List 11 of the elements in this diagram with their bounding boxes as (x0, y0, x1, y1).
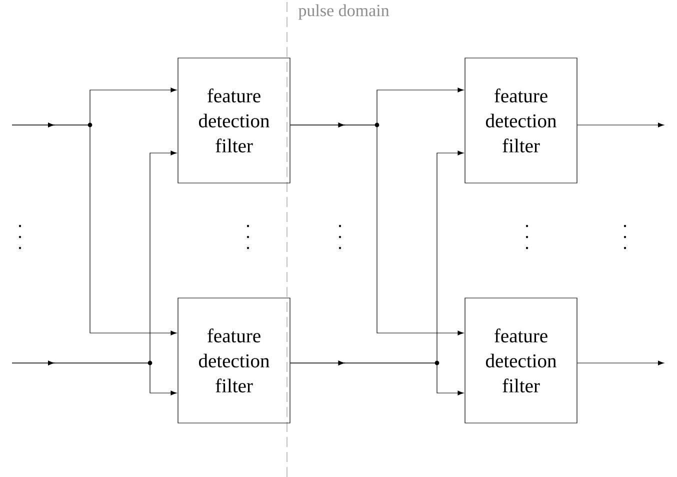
filter-box: feature detection filter (464, 58, 578, 184)
arrow (290, 122, 464, 336)
arrow (12, 360, 177, 396)
filter-box: feature detection filter (178, 58, 290, 184)
arrow (577, 122, 664, 128)
domain-label: pulse domain (298, 4, 390, 20)
arrow (577, 360, 664, 366)
filter-box: feature detection filter (464, 298, 578, 424)
arrow (12, 122, 177, 336)
arrow (290, 360, 464, 396)
filter-box: feature detection filter (178, 298, 290, 424)
